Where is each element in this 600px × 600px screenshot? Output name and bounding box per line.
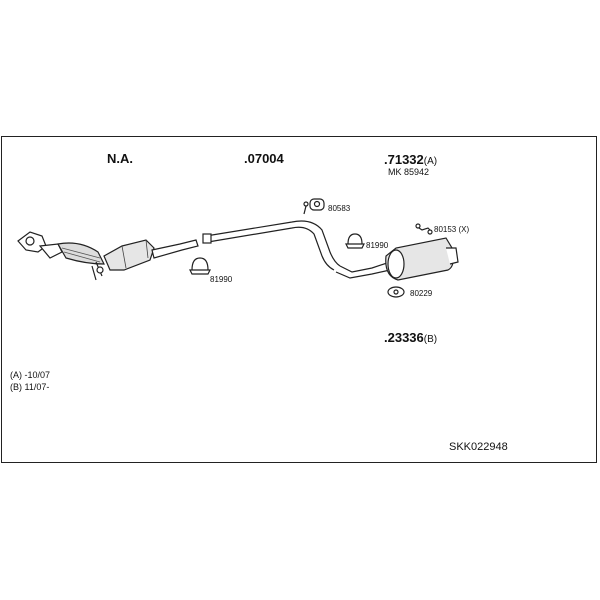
label-81990-right: 81990: [366, 241, 389, 250]
label-71332: .71332(A): [384, 153, 437, 167]
note-a: (A) -10/07: [10, 370, 51, 380]
clamp-81990-right-icon: [345, 233, 365, 249]
rear-muffler: [335, 237, 459, 281]
label-71332-number: .71332: [384, 152, 424, 167]
label-80153: 80153 (X): [434, 225, 470, 234]
label-80229: 80229: [410, 289, 433, 298]
hanger-80583-icon: [309, 198, 325, 211]
label-07004: .07004: [244, 151, 284, 166]
hanger-80229-icon: [387, 286, 405, 298]
label-na: N.A.: [107, 151, 133, 166]
label-23336-suffix: (B): [423, 334, 438, 345]
label-23336-number: .23336: [384, 330, 424, 345]
clamp-81990-left-icon: [189, 257, 211, 275]
kit-id: SKK022948: [449, 441, 508, 453]
middle-pipe: [202, 201, 341, 271]
catalytic-converter: [103, 239, 199, 271]
label-80583: 80583: [328, 204, 351, 213]
front-pipe-manifold: [17, 231, 105, 281]
label-71332-suffix: (A): [423, 156, 438, 167]
note-b: (B) 11/07-: [10, 382, 50, 392]
bracket-80153-icon: [415, 223, 433, 235]
diagram-frame: [1, 136, 597, 463]
label-23336: .23336(B): [384, 331, 437, 345]
label-81990-left: 81990: [210, 275, 233, 284]
label-mk: MK 85942: [388, 167, 430, 177]
